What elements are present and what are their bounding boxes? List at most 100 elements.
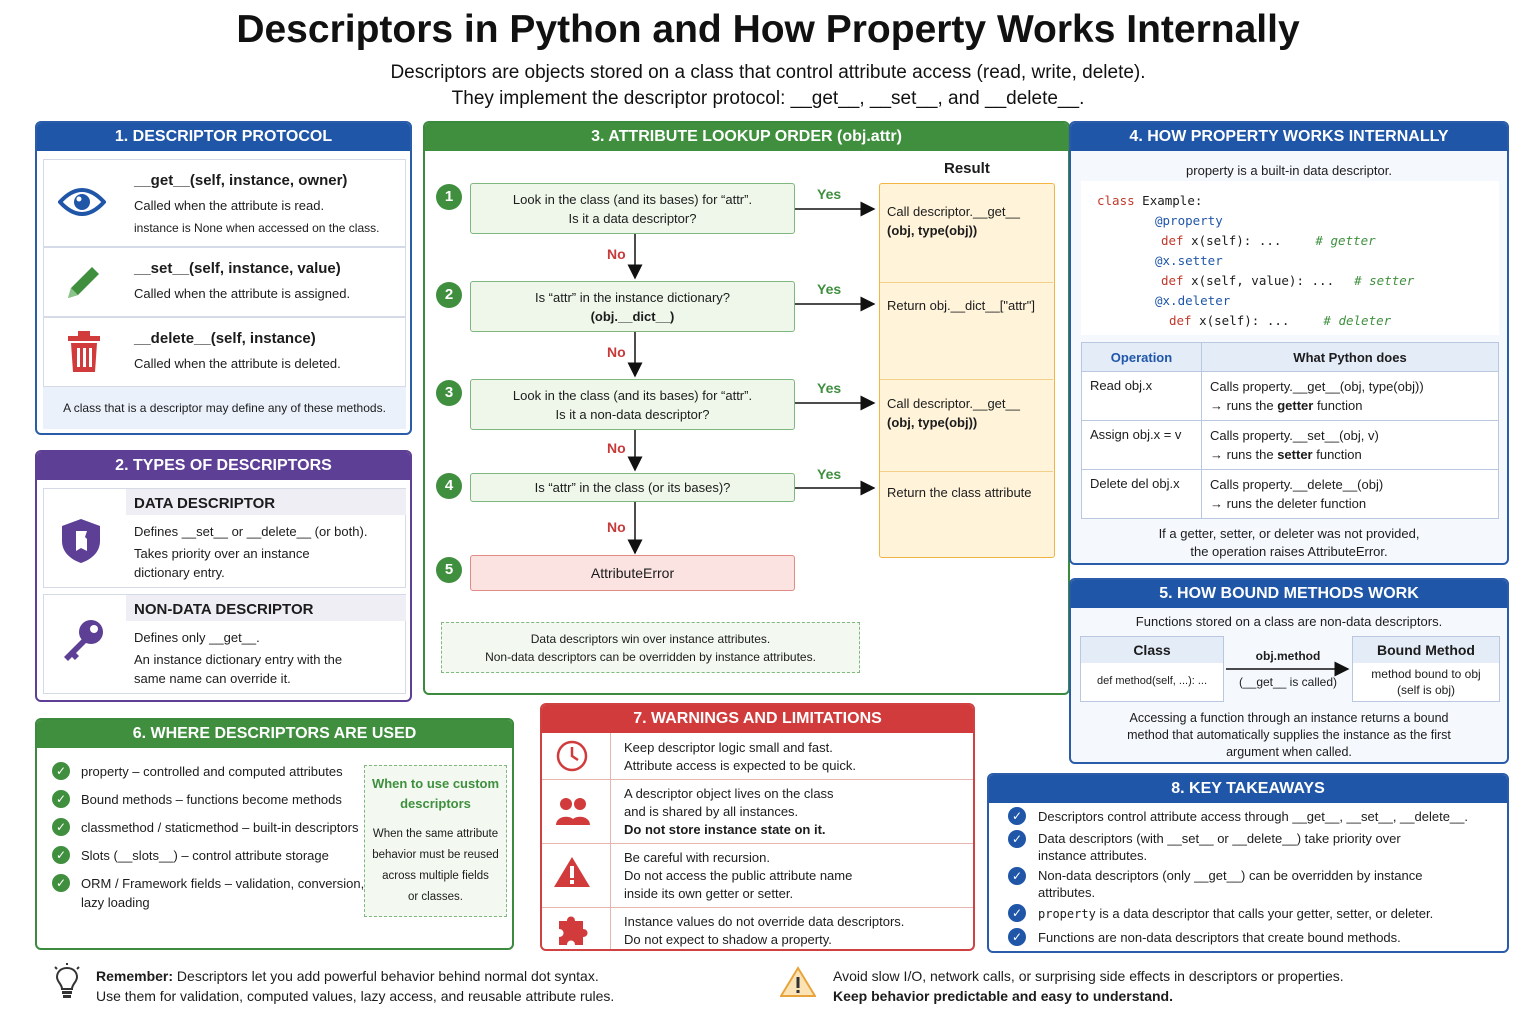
set-method-card: __set__(self, instance, value) Called wh… xyxy=(43,247,406,317)
property-code-block: class Example: @property def x(self): ..… xyxy=(1081,181,1499,335)
users-icon xyxy=(556,798,590,825)
step-box-3: Look in the class (and its bases) for “a… xyxy=(470,379,795,430)
usage-item-2: Bound methods – functions become methods xyxy=(81,792,342,807)
non-data-descriptor-line-3: same name can override it. xyxy=(134,671,291,686)
non-data-descriptor-line-2: An instance dictionary entry with the xyxy=(134,652,343,667)
trash-icon xyxy=(68,331,100,372)
clock-icon xyxy=(556,740,588,772)
warning-1: Keep descriptor logic small and fast.Att… xyxy=(624,740,856,773)
data-descriptor-line-3: dictionary entry. xyxy=(134,565,225,580)
check-icon: ✓ xyxy=(1008,807,1026,825)
step-number-1: 1 xyxy=(436,184,462,210)
data-descriptor-card: DATA DESCRIPTOR Defines __set__ or __del… xyxy=(43,488,406,588)
property-intro: property is a built-in data descriptor. xyxy=(1186,163,1392,178)
check-icon: ✓ xyxy=(1008,867,1026,885)
non-data-descriptor-heading: NON-DATA DESCRIPTOR xyxy=(134,601,314,618)
bound-arrow xyxy=(1226,661,1350,677)
step-box-4: Is “attr” in the class (or its bases)? xyxy=(470,473,795,502)
yes-label-1: Yes xyxy=(817,186,842,202)
check-icon: ✓ xyxy=(1008,904,1026,922)
arrow-label-top: obj.method xyxy=(1255,649,1321,663)
check-icon: ✓ xyxy=(52,790,70,808)
check-icon: ✓ xyxy=(52,846,70,864)
protocol-note: A class that is a descriptor may define … xyxy=(43,387,406,429)
takeaway-2: Data descriptors (with __set__ or __dele… xyxy=(1038,831,1401,863)
class-box: Class def method(self, ...): ... xyxy=(1080,636,1224,702)
warning-4: Instance values do not override data des… xyxy=(624,914,905,947)
section-title: 1. DESCRIPTOR PROTOCOL xyxy=(37,123,410,151)
yes-label-2: Yes xyxy=(817,281,842,297)
property-footnote: If a getter, setter, or deleter was not … xyxy=(1158,526,1420,559)
table-row: Delete del obj.x Calls property.__delete… xyxy=(1081,469,1499,519)
no-label-2: No xyxy=(607,344,626,360)
yes-label-4: Yes xyxy=(817,466,842,482)
data-descriptor-heading: DATA DESCRIPTOR xyxy=(134,495,276,512)
caution-note: Avoid slow I/O, network calls, or surpri… xyxy=(833,968,1344,1004)
table-row: Assign obj.x = v Calls property.__set__(… xyxy=(1081,420,1499,470)
usage-item-5: ORM / Framework fields – validation, con… xyxy=(81,876,365,910)
check-icon: ✓ xyxy=(1008,830,1026,848)
section-title: 3. ATTRIBUTE LOOKUP ORDER (obj.attr) xyxy=(425,123,1068,151)
delete-signature: __delete__(self, instance) xyxy=(134,330,316,347)
result-3: Call descriptor.__get__(obj, type(obj)) xyxy=(887,396,1020,430)
section-title: 5. HOW BOUND METHODS WORK xyxy=(1071,580,1507,608)
pencil-icon xyxy=(68,267,99,298)
eye-icon xyxy=(58,188,106,216)
table-header-action: What Python does xyxy=(1201,342,1499,372)
results-column: Call descriptor.__get__(obj, type(obj)) … xyxy=(879,183,1055,558)
section-where-used: 6. WHERE DESCRIPTORS ARE USED ✓ property… xyxy=(35,718,514,950)
section-key-takeaways: 8. KEY TAKEAWAYS ✓ Descriptors control a… xyxy=(987,773,1509,953)
step-number-3: 3 xyxy=(436,380,462,406)
usage-item-1: property – controlled and computed attri… xyxy=(81,764,343,779)
step-number-2: 2 xyxy=(436,282,462,308)
section-property-internals: 4. HOW PROPERTY WORKS INTERNALLY propert… xyxy=(1069,121,1509,565)
check-icon: ✓ xyxy=(1008,928,1026,946)
result-label: Result xyxy=(944,160,990,177)
table-row: Read obj.x Calls property.__get__(obj, t… xyxy=(1081,371,1499,421)
table-header-operation: Operation xyxy=(1081,342,1202,372)
bound-methods-footnote: Accessing a function through an instance… xyxy=(1127,711,1451,759)
bound-method-box: Bound Method method bound to obj(self is… xyxy=(1352,636,1500,702)
usage-item-4: Slots (__slots__) – control attribute st… xyxy=(81,848,329,863)
property-operations-table: Operation What Python does Read obj.x Ca… xyxy=(1081,342,1499,519)
caution-icon xyxy=(780,966,816,997)
step-number-5: 5 xyxy=(436,557,462,583)
no-label-1: No xyxy=(607,246,626,262)
data-descriptor-line-1: Defines __set__ or __delete__ (or both). xyxy=(134,524,368,539)
result-1: Call descriptor.__get__(obj, type(obj)) xyxy=(887,204,1020,238)
get-signature: __get__(self, instance, owner) xyxy=(134,172,348,189)
step-number-4: 4 xyxy=(436,473,462,499)
non-data-descriptor-line-1: Defines only __get__. xyxy=(134,630,260,645)
section-title: 4. HOW PROPERTY WORKS INTERNALLY xyxy=(1071,123,1507,151)
lookup-note: Data descriptors win over instance attri… xyxy=(441,622,860,673)
page-subtitle-1: Descriptors are objects stored on a clas… xyxy=(390,62,1146,83)
puzzle-icon xyxy=(559,916,588,945)
bound-methods-intro: Functions stored on a class are non-data… xyxy=(1135,614,1443,629)
step-box-2: Is “attr” in the instance dictionary?(ob… xyxy=(470,281,795,332)
check-icon: ✓ xyxy=(52,874,70,892)
check-icon: ✓ xyxy=(52,762,70,780)
section-title: 8. KEY TAKEAWAYS xyxy=(989,775,1507,803)
check-icon: ✓ xyxy=(52,818,70,836)
delete-desc: Called when the attribute is deleted. xyxy=(134,356,341,371)
lightbulb-icon xyxy=(54,963,80,998)
delete-method-card: __delete__(self, instance) Called when t… xyxy=(43,317,406,387)
arrow-label-bottom: (__get__ is called) xyxy=(1238,675,1338,689)
section-descriptor-protocol: 1. DESCRIPTOR PROTOCOL __get__(self, ins… xyxy=(35,121,412,435)
no-label-3: No xyxy=(607,440,626,456)
usage-item-3: classmethod / staticmethod – built-in de… xyxy=(81,820,359,835)
data-descriptor-line-2: Takes priority over an instance xyxy=(134,546,310,561)
page-subtitle-2: They implement the descriptor protocol: … xyxy=(451,88,1085,109)
yes-label-3: Yes xyxy=(817,380,842,396)
section-types-of-descriptors: 2. TYPES OF DESCRIPTORS DATA DESCRIPTOR … xyxy=(35,450,412,702)
warning-3: Be careful with recursion.Do not access … xyxy=(624,850,853,901)
takeaway-4: property is a data descriptor that calls… xyxy=(1038,906,1434,921)
set-signature: __set__(self, instance, value) xyxy=(134,260,341,277)
get-method-card: __get__(self, instance, owner) Called wh… xyxy=(43,159,406,247)
remember-note: Remember: Descriptors let you add powerf… xyxy=(96,968,615,1004)
takeaway-1: Descriptors control attribute access thr… xyxy=(1038,809,1468,824)
get-desc-1: Called when the attribute is read. xyxy=(134,198,325,213)
